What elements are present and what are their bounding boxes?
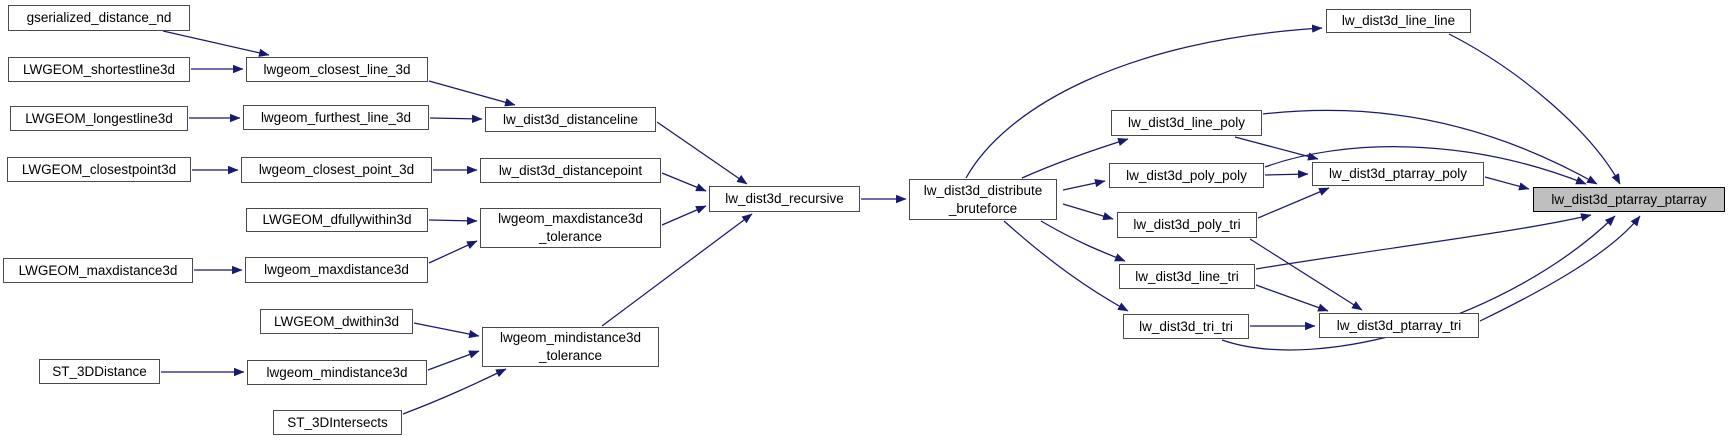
node-lwgeom-closest-line-3d[interactable]: lwgeom_closest_line_3d bbox=[246, 57, 428, 82]
edge-lw-dist3d-ptarray-tri-to-ptarray-ptarray bbox=[1479, 215, 1641, 322]
edge-bruteforce-to-lw-dist3d-poly-tri bbox=[1062, 203, 1114, 221]
edge-lw-dist3d-line-line-to-ptarray-ptarray bbox=[1448, 33, 1621, 185]
node-lwgeom-dfullywithin3d[interactable]: LWGEOM_dfullywithin3d bbox=[246, 208, 428, 232]
node-lwgeom-dwithin3d[interactable]: LWGEOM_dwithin3d bbox=[260, 309, 413, 334]
edge-lwgeom-closest-line-3d-to-lw-dist3d-distanceline bbox=[428, 80, 516, 107]
node-lwgeom-closest-point-3d[interactable]: lwgeom_closest_point_3d bbox=[241, 157, 432, 183]
node-lw-dist3d-recursive[interactable]: lw_dist3d_recursive bbox=[709, 186, 860, 212]
node-lw-dist3d-ptarray-tri[interactable]: lw_dist3d_ptarray_tri bbox=[1319, 313, 1479, 338]
edge-lw-dist3d-poly-tri-to-ptarray-tri bbox=[1249, 238, 1363, 311]
node-lw-dist3d-line-line[interactable]: lw_dist3d_line_line bbox=[1326, 9, 1471, 33]
edge-gserialized-distance-nd-to-lwgeom-closest-line-3d bbox=[162, 30, 270, 57]
node-lw-dist3d-line-poly[interactable]: lw_dist3d_line_poly bbox=[1111, 110, 1262, 136]
node-lwgeom-mindistance3d[interactable]: lwgeom_mindistance3d bbox=[247, 360, 427, 385]
edge-st-3dintersects-to-lwgeom-mindistance3d-tolerance bbox=[402, 368, 507, 415]
node-lwgeom-maxdistance3d-tolerance[interactable]: lwgeom_maxdistance3d _tolerance bbox=[480, 208, 661, 248]
edge-lw-dist3d-poly-poly-to-ptarray-poly bbox=[1264, 170, 1309, 179]
edge-group bbox=[161, 24, 1641, 415]
node-lwgeom-maxdistance3d-caller[interactable]: LWGEOM_maxdistance3d bbox=[3, 258, 193, 283]
edge-bruteforce-to-lw-dist3d-line-poly bbox=[1021, 137, 1129, 179]
node-lw-dist3d-tri-tri[interactable]: lw_dist3d_tri_tri bbox=[1123, 314, 1249, 339]
node-lw-dist3d-ptarray-ptarray: lw_dist3d_ptarray_ptarray bbox=[1533, 187, 1725, 212]
edge-bruteforce-to-lw-dist3d-line-tri bbox=[1040, 220, 1126, 262]
node-gserialized-distance-nd[interactable]: gserialized_distance_nd bbox=[8, 5, 190, 31]
edge-lwgeom-mindistance3d-tolerance-to-lw-dist3d-recursive bbox=[601, 213, 753, 327]
node-lw-dist3d-distancepoint[interactable]: lw_dist3d_distancepoint bbox=[480, 158, 661, 183]
node-lwgeom-closestpoint3d[interactable]: LWGEOM_closestpoint3d bbox=[7, 157, 191, 182]
edge-bruteforce-to-lw-dist3d-tri-tri bbox=[1003, 220, 1129, 312]
node-st-3ddistance[interactable]: ST_3DDistance bbox=[39, 359, 160, 384]
node-lw-dist3d-line-tri[interactable]: lw_dist3d_line_tri bbox=[1119, 264, 1255, 289]
node-lwgeom-maxdistance3d[interactable]: lwgeom_maxdistance3d bbox=[245, 257, 428, 283]
edge-bruteforce-to-lw-dist3d-poly-poly bbox=[1062, 178, 1106, 191]
edge-lw-dist3d-ptarray-poly-to-ptarray-ptarray bbox=[1484, 176, 1530, 191]
edge-lwgeom-mindistance3d-to-lwgeom-mindistance3d-tolerance bbox=[427, 350, 480, 371]
edge-lw-dist3d-line-tri-to-ptarray-ptarray bbox=[1255, 213, 1592, 270]
edge-lw-dist3d-line-tri-to-ptarray-tri bbox=[1255, 284, 1329, 312]
node-lw-dist3d-distanceline[interactable]: lw_dist3d_distanceline bbox=[485, 107, 656, 132]
node-lwgeom-shortestline3d[interactable]: LWGEOM_shortestline3d bbox=[8, 57, 190, 82]
node-lw-dist3d-poly-tri[interactable]: lw_dist3d_poly_tri bbox=[1117, 212, 1257, 238]
edge-lw-dist3d-poly-tri-to-ptarray-poly bbox=[1257, 187, 1330, 219]
edge-lwgeom-maxdistance3d-to-lwgeom-maxdistance3d-tolerance bbox=[428, 240, 478, 264]
edge-bruteforce-to-lw-dist3d-line-line bbox=[965, 24, 1323, 179]
node-lw-dist3d-poly-poly[interactable]: lw_dist3d_poly_poly bbox=[1109, 163, 1264, 188]
edge-lw-dist3d-line-poly-to-ptarray-ptarray bbox=[1262, 109, 1598, 185]
edge-lwgeom-dfullywithin3d-to-lwgeom-maxdistance3d-tolerance bbox=[428, 216, 478, 225]
node-lwgeom-furthest-line-3d[interactable]: lwgeom_furthest_line_3d bbox=[243, 105, 429, 130]
node-lwgeom-longestline3d[interactable]: LWGEOM_longestline3d bbox=[10, 106, 188, 131]
edge-lw-dist3d-poly-poly-to-ptarray-ptarray bbox=[1264, 146, 1587, 185]
node-lw-dist3d-distribute-bruteforce[interactable]: lw_dist3d_distribute _bruteforce bbox=[909, 179, 1057, 220]
edge-lwgeom-furthest-line-3d-to-lw-dist3d-distanceline bbox=[429, 114, 483, 124]
node-lwgeom-mindistance3d-tolerance[interactable]: lwgeom_mindistance3d _tolerance bbox=[482, 327, 659, 367]
node-st-3dintersects[interactable]: ST_3DIntersects bbox=[273, 410, 402, 435]
edge-lw-dist3d-distanceline-to-lw-dist3d-recursive bbox=[656, 121, 748, 185]
edge-lw-dist3d-distancepoint-to-lw-dist3d-recursive bbox=[661, 172, 707, 192]
node-lw-dist3d-ptarray-poly[interactable]: lw_dist3d_ptarray_poly bbox=[1312, 162, 1484, 186]
edge-lwgeom-maxdistance3d-tolerance-to-lw-dist3d-recursive bbox=[661, 205, 707, 226]
edge-lwgeom-dwithin3d-to-lwgeom-mindistance3d-tolerance bbox=[413, 322, 480, 339]
